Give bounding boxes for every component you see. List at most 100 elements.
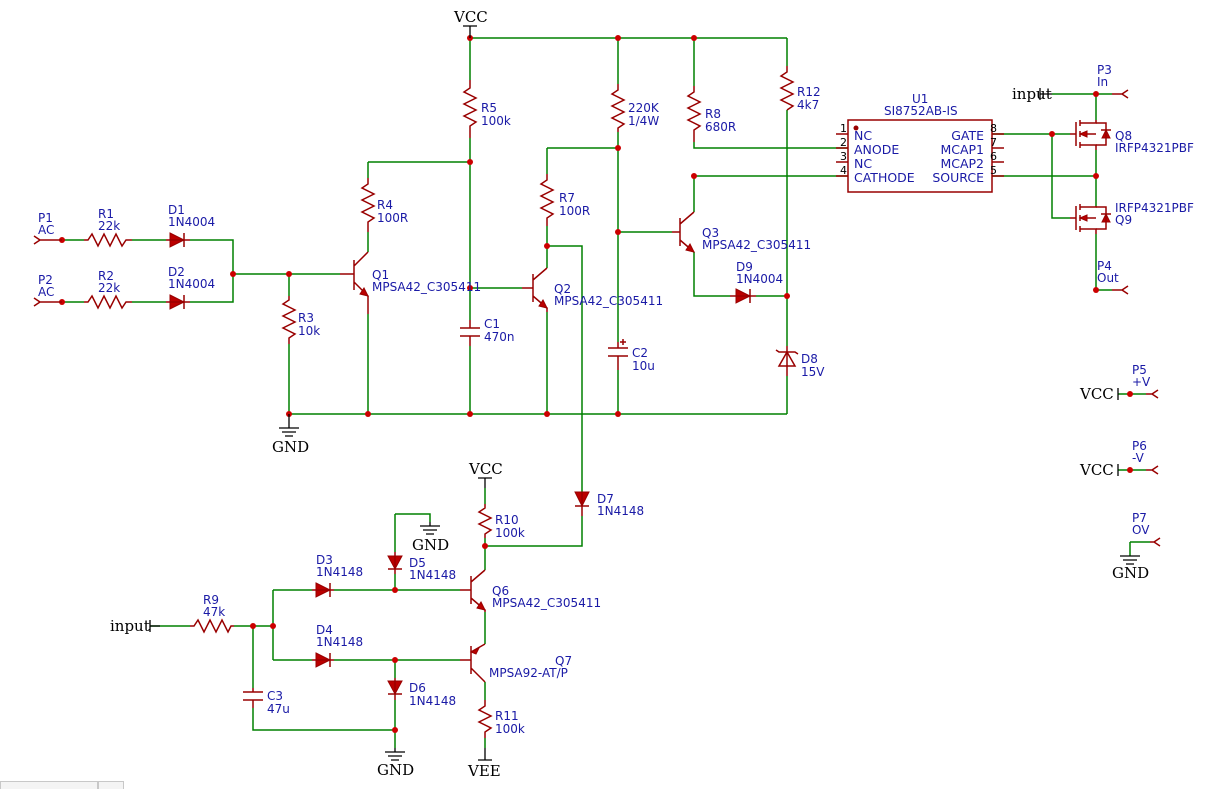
d3-value: 1N4148 bbox=[316, 565, 363, 579]
r8-ref: R8 bbox=[705, 107, 721, 121]
capacitor-c2[interactable]: C2 10u bbox=[608, 339, 655, 373]
r4-value: 100R bbox=[377, 211, 408, 225]
capacitor-c3[interactable]: C3 47u bbox=[243, 688, 290, 716]
connector-p5[interactable]: P5 +V bbox=[1132, 363, 1159, 399]
resistor-r11[interactable]: R11 100k bbox=[477, 700, 525, 738]
diode-d7[interactable]: D7 1N4148 bbox=[574, 491, 644, 518]
ic-u1[interactable]: U1 SI8752AB-IS 1 NC 2 ANODE 3 NC 4 CATHO… bbox=[836, 92, 1004, 193]
diode-d6[interactable]: D6 1N4148 bbox=[387, 678, 456, 708]
d4-ref: D4 bbox=[316, 623, 333, 637]
sheet-tab-1[interactable] bbox=[0, 781, 98, 789]
u1-pin2-name: ANODE bbox=[854, 142, 899, 157]
p3-value: In bbox=[1097, 75, 1108, 89]
transistor-q3[interactable]: Q3 MPSA42_C305411 bbox=[672, 211, 811, 253]
r7-value: 100R bbox=[559, 204, 590, 218]
q7-ref: Q7 bbox=[555, 654, 572, 668]
r5-value: 100k bbox=[481, 114, 511, 128]
r11-value: 100k bbox=[495, 722, 525, 736]
gnd-main-label: GND bbox=[272, 438, 309, 456]
q7-value: MPSA92-AT/P bbox=[489, 666, 568, 680]
gnd-p7-symbol: GND bbox=[1112, 555, 1149, 582]
c1-value: 470n bbox=[484, 330, 515, 344]
resistor-r1[interactable]: R1 22k bbox=[84, 207, 132, 248]
vcc-top-symbol: VCC bbox=[453, 8, 488, 38]
r8-value: 680R bbox=[705, 120, 736, 134]
vee-label: VEE bbox=[467, 762, 501, 780]
transistor-q7[interactable]: Q7 MPSA92-AT/P bbox=[460, 643, 572, 683]
p3-ref: P3 bbox=[1097, 63, 1112, 77]
q2-ref: Q2 bbox=[554, 282, 571, 296]
diode-d3[interactable]: D3 1N4148 bbox=[312, 553, 363, 598]
d9-ref: D9 bbox=[736, 260, 753, 274]
p4-ref: P4 bbox=[1097, 259, 1112, 273]
r12-ref: R12 bbox=[797, 85, 821, 99]
resistor-r2[interactable]: R2 22k bbox=[84, 269, 132, 310]
gnd-d5-label: GND bbox=[412, 536, 449, 554]
d1-value: 1N4004 bbox=[168, 215, 215, 229]
gnd-c3-symbol: GND bbox=[377, 748, 414, 779]
resistor-r3[interactable]: R3 10k bbox=[281, 296, 320, 344]
q9-ref: Q9 bbox=[1115, 213, 1132, 227]
resistor-r4[interactable]: R4 100R bbox=[360, 178, 408, 232]
d5-ref: D5 bbox=[409, 556, 426, 570]
r12-value: 4k7 bbox=[797, 98, 819, 112]
d4-value: 1N4148 bbox=[316, 635, 363, 649]
diode-d4[interactable]: D4 1N4148 bbox=[312, 623, 363, 668]
connector-p3[interactable]: P3 In bbox=[1097, 63, 1129, 99]
resistor-r5[interactable]: R5 100k bbox=[462, 80, 511, 138]
connector-p4[interactable]: P4 Out bbox=[1097, 259, 1129, 295]
r11-ref: R11 bbox=[495, 709, 519, 723]
connector-p2[interactable]: P2 AC bbox=[33, 273, 62, 307]
resistor-r8[interactable]: R8 680R bbox=[686, 86, 736, 142]
gnd-main-symbol: GND bbox=[272, 414, 309, 456]
mosfet-q9[interactable]: IRFP4321PBF Q9 bbox=[1070, 201, 1194, 234]
r1-value: 22k bbox=[98, 219, 120, 233]
vcc-p6-label: VCC bbox=[1079, 461, 1114, 479]
gnd-d5-symbol: GND bbox=[412, 522, 449, 554]
u1-pin5-num: 5 bbox=[990, 164, 997, 177]
p6-value: -V bbox=[1132, 451, 1145, 465]
diode-d5[interactable]: D5 1N4148 bbox=[387, 552, 456, 582]
diode-d9[interactable]: D9 1N4004 bbox=[730, 260, 783, 304]
d8-ref: D8 bbox=[801, 352, 818, 366]
q8-value: IRFP4321PBF bbox=[1115, 141, 1194, 155]
u1-pin1-num: 1 bbox=[840, 122, 847, 135]
resistor-r10[interactable]: R10 100k bbox=[477, 504, 525, 540]
q6-ref: Q6 bbox=[492, 584, 509, 598]
transistor-q1[interactable]: Q1 MPSA42_C305411 bbox=[340, 251, 481, 314]
diode-d2[interactable]: D2 1N4004 bbox=[166, 265, 215, 310]
connector-p1[interactable]: P1 AC bbox=[33, 211, 62, 245]
c1-ref: C1 bbox=[484, 317, 500, 331]
capacitor-c1[interactable]: C1 470n bbox=[460, 317, 515, 346]
transistor-q6[interactable]: Q6 MPSA42_C305411 bbox=[460, 569, 601, 612]
resistor-220k[interactable]: 220K 1/4W bbox=[610, 84, 660, 132]
r2-ref: R2 bbox=[98, 269, 114, 283]
connector-p7[interactable]: P7 OV bbox=[1132, 511, 1161, 547]
sheet-tab-add[interactable] bbox=[98, 781, 124, 789]
p2-value: AC bbox=[38, 285, 54, 299]
r3-ref: R3 bbox=[298, 311, 314, 325]
mosfet-q8[interactable]: Q8 IRFP4321PBF bbox=[1070, 120, 1194, 155]
p1-ref: P1 bbox=[38, 211, 53, 225]
gnd-c3-label: GND bbox=[377, 761, 414, 779]
zener-d8[interactable]: D8 15V bbox=[775, 346, 825, 379]
transistor-q2[interactable]: Q2 MPSA42_C305411 bbox=[522, 267, 663, 312]
resistor-r7[interactable]: R7 100R bbox=[539, 174, 590, 226]
diode-d1[interactable]: D1 1N4004 bbox=[166, 203, 215, 248]
input-u1-label: input bbox=[1012, 85, 1052, 103]
d9-value: 1N4004 bbox=[736, 272, 783, 286]
r10-ref: R10 bbox=[495, 513, 519, 527]
vcc-p6-symbol: VCC bbox=[1079, 461, 1119, 479]
input-flag-r9: input bbox=[110, 617, 160, 635]
u1-pin1-name: NC bbox=[854, 128, 872, 143]
r4-ref: R4 bbox=[377, 198, 393, 212]
q8-ref: Q8 bbox=[1115, 129, 1132, 143]
p1-value: AC bbox=[38, 223, 54, 237]
connector-p6[interactable]: P6 -V bbox=[1132, 439, 1159, 475]
resistor-r12[interactable]: R12 4k7 bbox=[779, 66, 821, 112]
d1-ref: D1 bbox=[168, 203, 185, 217]
resistor-r9[interactable]: R9 47k bbox=[190, 593, 234, 634]
u1-pin6-num: 6 bbox=[990, 150, 997, 163]
r10-value: 100k bbox=[495, 526, 525, 540]
